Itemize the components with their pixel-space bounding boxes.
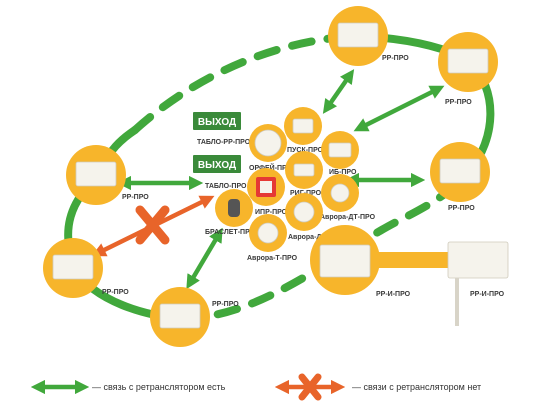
- rr-i-pro-group: РР-И-ПРО РР-И-ПРО: [310, 225, 509, 326]
- ipr-label: ИПР-ПРО: [255, 209, 288, 216]
- repeater-left-upper-label: РР-ПРО: [122, 194, 149, 201]
- repeater-right-top: РР-ПРО: [438, 32, 498, 106]
- repeater-left-lower: РР-ПРО: [43, 238, 129, 298]
- rig-device: РИГ-ПРО: [285, 151, 323, 197]
- avrora-dt-label: Аврора-ДТ-ПРО: [320, 214, 376, 221]
- exit-sign-bottom-text: ВЫХОД: [198, 160, 236, 171]
- repeater-right-mid: РР-ПРО: [430, 142, 490, 212]
- orfey-device: ОРФЕЙ-ПРО: [249, 124, 293, 172]
- exit-sign-top-text: ВЫХОД: [198, 117, 236, 128]
- repeater-left-lower-label: РР-ПРО: [102, 289, 129, 296]
- rr-i-pro-right-label: РР-И-ПРО: [470, 291, 505, 298]
- legend-link-yes-text: — связь с ретранслятором есть: [92, 382, 226, 392]
- repeater-top: РР-ПРО: [328, 6, 409, 66]
- exit-sign-top: ВЫХОД ТАБЛО-РР-ПРО: [193, 112, 251, 146]
- avrora-dt-device: Аврора-ДТ-ПРО: [320, 174, 376, 221]
- orfey-label: ОРФЕЙ-ПРО: [249, 163, 293, 172]
- cross-icon: [135, 205, 170, 245]
- tablo-label: ТАБЛО-ПРО: [205, 183, 247, 190]
- legend-link-no: — связи с ретранслятором нет: [274, 373, 481, 401]
- ib-device: ИБ-ПРО: [321, 131, 359, 176]
- link-arrows: [116, 69, 445, 290]
- braslet-device: БРАСЛЕТ-ПРО: [205, 189, 256, 236]
- repeater-right-top-label: РР-ПРО: [445, 99, 472, 106]
- repeater-left-upper: РР-ПРО: [66, 145, 149, 205]
- legend-cross-icon: [298, 373, 322, 401]
- ib-label: ИБ-ПРО: [329, 169, 357, 176]
- repeater-top-label: РР-ПРО: [382, 55, 409, 62]
- ring-dashed-top: [131, 32, 362, 134]
- repeater-bottom: РР-ПРО: [150, 287, 239, 347]
- arrow-top-pusk: [322, 69, 355, 114]
- legend: — связь с ретранслятором есть — связи с …: [30, 373, 481, 401]
- rr-i-pro-left-label: РР-И-ПРО: [376, 291, 411, 298]
- exit-sign-bottom: ВЫХОД ТАБЛО-ПРО: [193, 155, 247, 190]
- pusk-device: ПУСК-ПРО: [284, 107, 324, 154]
- legend-link-no-text: — связи с ретранслятором нет: [352, 382, 481, 392]
- legend-link-yes: — связь с ретранслятором есть: [30, 379, 226, 395]
- avrora-d-label: Аврора-Д-ПРО: [288, 234, 339, 241]
- avrora-t-label: Аврора-Т-ПРО: [247, 255, 298, 262]
- repeater-right-mid-label: РР-ПРО: [448, 205, 475, 212]
- tablo-rr-label: ТАБЛО-РР-ПРО: [197, 139, 251, 146]
- arrow-right-top-ib: [353, 85, 445, 132]
- repeater-bottom-label: РР-ПРО: [212, 301, 239, 308]
- braslet-label: БРАСЛЕТ-ПРО: [205, 229, 256, 236]
- no-link-arrow: [91, 195, 215, 257]
- avrora-t-device: Аврора-Т-ПРО: [247, 214, 298, 262]
- pusk-label: ПУСК-ПРО: [287, 147, 324, 154]
- avrora-d-device: Аврора-Д-ПРО: [285, 193, 339, 241]
- ipr-device: ИПР-ПРО: [247, 168, 288, 216]
- arrow-bottom-braslet: [186, 227, 223, 290]
